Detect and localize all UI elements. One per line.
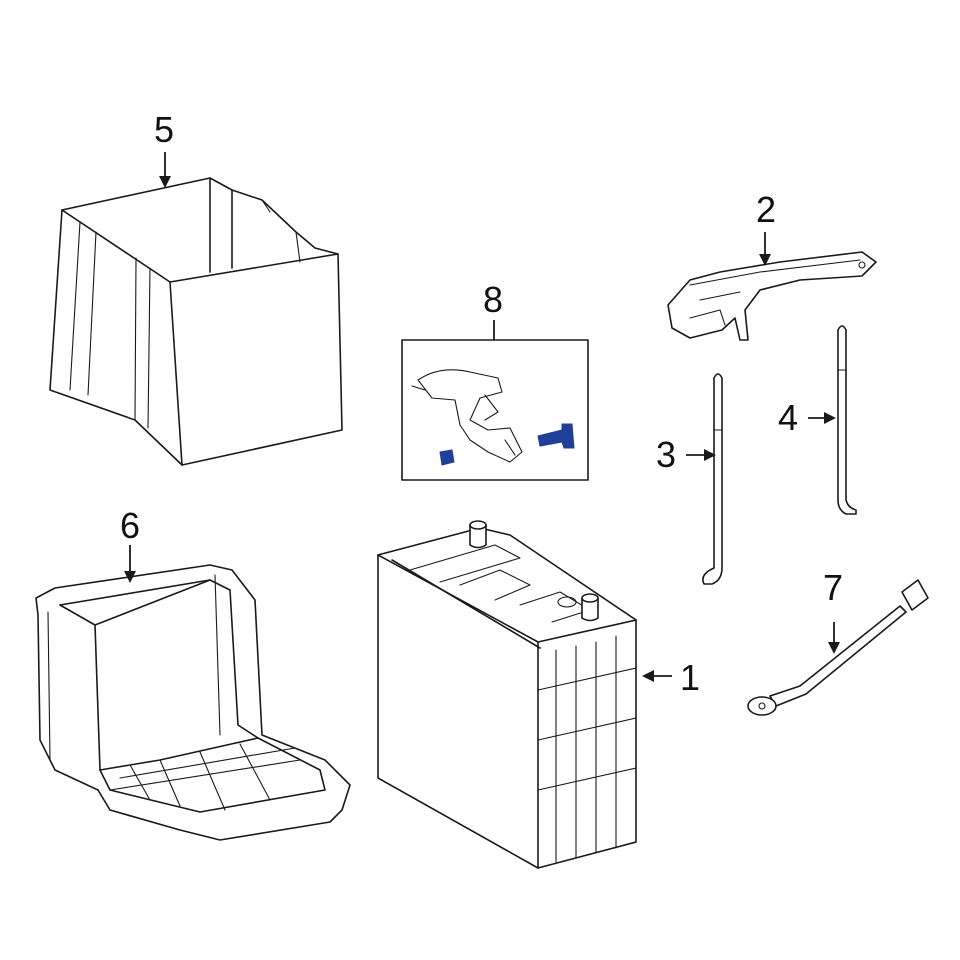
- hold-down-rod-3[interactable]: [702, 373, 723, 585]
- callout-2: 2: [756, 189, 776, 230]
- callout-6: 6: [120, 505, 140, 546]
- nut-icon: [439, 449, 455, 466]
- battery-tray[interactable]: [35, 564, 351, 841]
- callout-arrows: [124, 152, 840, 682]
- harness-kit[interactable]: [401, 339, 589, 481]
- callout-5: 5: [154, 109, 174, 150]
- battery[interactable]: [377, 520, 637, 869]
- hold-down-bracket[interactable]: [667, 251, 877, 341]
- callout-8: 8: [483, 279, 503, 320]
- hold-down-rod-4[interactable]: [837, 325, 857, 515]
- battery-cable[interactable]: [747, 579, 929, 716]
- callout-1: 1: [680, 657, 700, 698]
- callout-7: 7: [823, 567, 843, 608]
- bolt-icon: [537, 423, 575, 449]
- callout-3: 3: [656, 434, 676, 475]
- callout-4: 4: [778, 397, 798, 438]
- battery-cover[interactable]: [49, 177, 343, 466]
